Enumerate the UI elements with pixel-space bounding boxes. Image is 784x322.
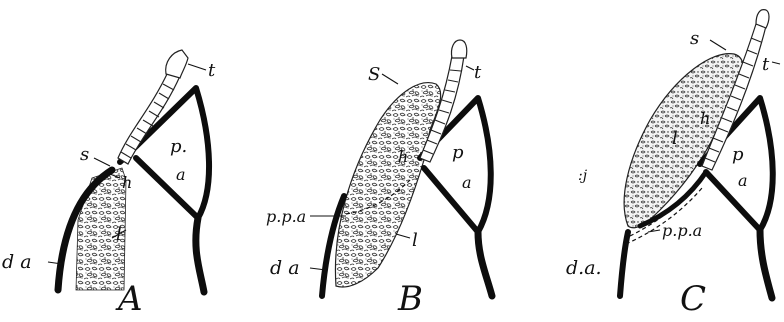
panel-c-label-da: d.a. — [566, 257, 602, 279]
panel-c-diaphragm — [760, 230, 772, 298]
panel-c-label-p: p — [732, 144, 744, 165]
stray-mark: :j — [578, 168, 588, 184]
panel-c-body-wall — [620, 232, 628, 296]
panel-c-label-t: t — [762, 54, 770, 75]
panel-c-label-a: a — [738, 171, 748, 190]
panel-c-trachea-tip — [756, 10, 769, 28]
panel-b-label-t: t — [474, 62, 482, 83]
panel-a-label-h: h — [122, 173, 132, 192]
panel-c-caption: C — [680, 279, 706, 319]
panel-a-trachea-tip — [166, 50, 188, 78]
panel-a-label-a: a — [176, 165, 186, 184]
panel-b-label-ppa: p.p.a — [266, 207, 306, 226]
panel-c-label-h: h — [700, 109, 710, 128]
panel-a-label-t: t — [208, 60, 216, 81]
panel-b-label-h: h — [398, 147, 408, 166]
panel-b-label-l: l — [412, 230, 418, 251]
panel-b-caption: B — [397, 279, 423, 319]
panel-a-label-s: s — [80, 144, 89, 165]
panel-b-trachea-tip — [451, 40, 466, 58]
panel-b-label-s: S — [368, 64, 380, 85]
panel-c-label-s: s — [690, 28, 699, 49]
panel-b-diaphragm — [478, 232, 492, 296]
panel-a-caption: A — [115, 279, 143, 319]
panel-b-liver — [335, 83, 440, 287]
panel-c-label-l: l — [672, 128, 678, 149]
panel-c: t s p a h l p.p.a d.a. C :j — [566, 10, 780, 319]
panel-a-label-l: l — [116, 224, 122, 245]
panel-b-label-da: d a — [270, 257, 300, 279]
panel-b-label-a: a — [462, 173, 472, 192]
panel-a-label-da: d a — [2, 251, 32, 273]
panel-a-diaphragm — [196, 218, 204, 292]
panel-a: t s p. a h l d a A — [2, 50, 216, 319]
panel-b-label-p: p — [452, 142, 464, 163]
panel-c-label-ppa: p.p.a — [662, 221, 702, 240]
panel-b: t S p a h l p.p.a d a B — [266, 40, 492, 319]
panel-a-label-p: p. — [170, 136, 187, 157]
